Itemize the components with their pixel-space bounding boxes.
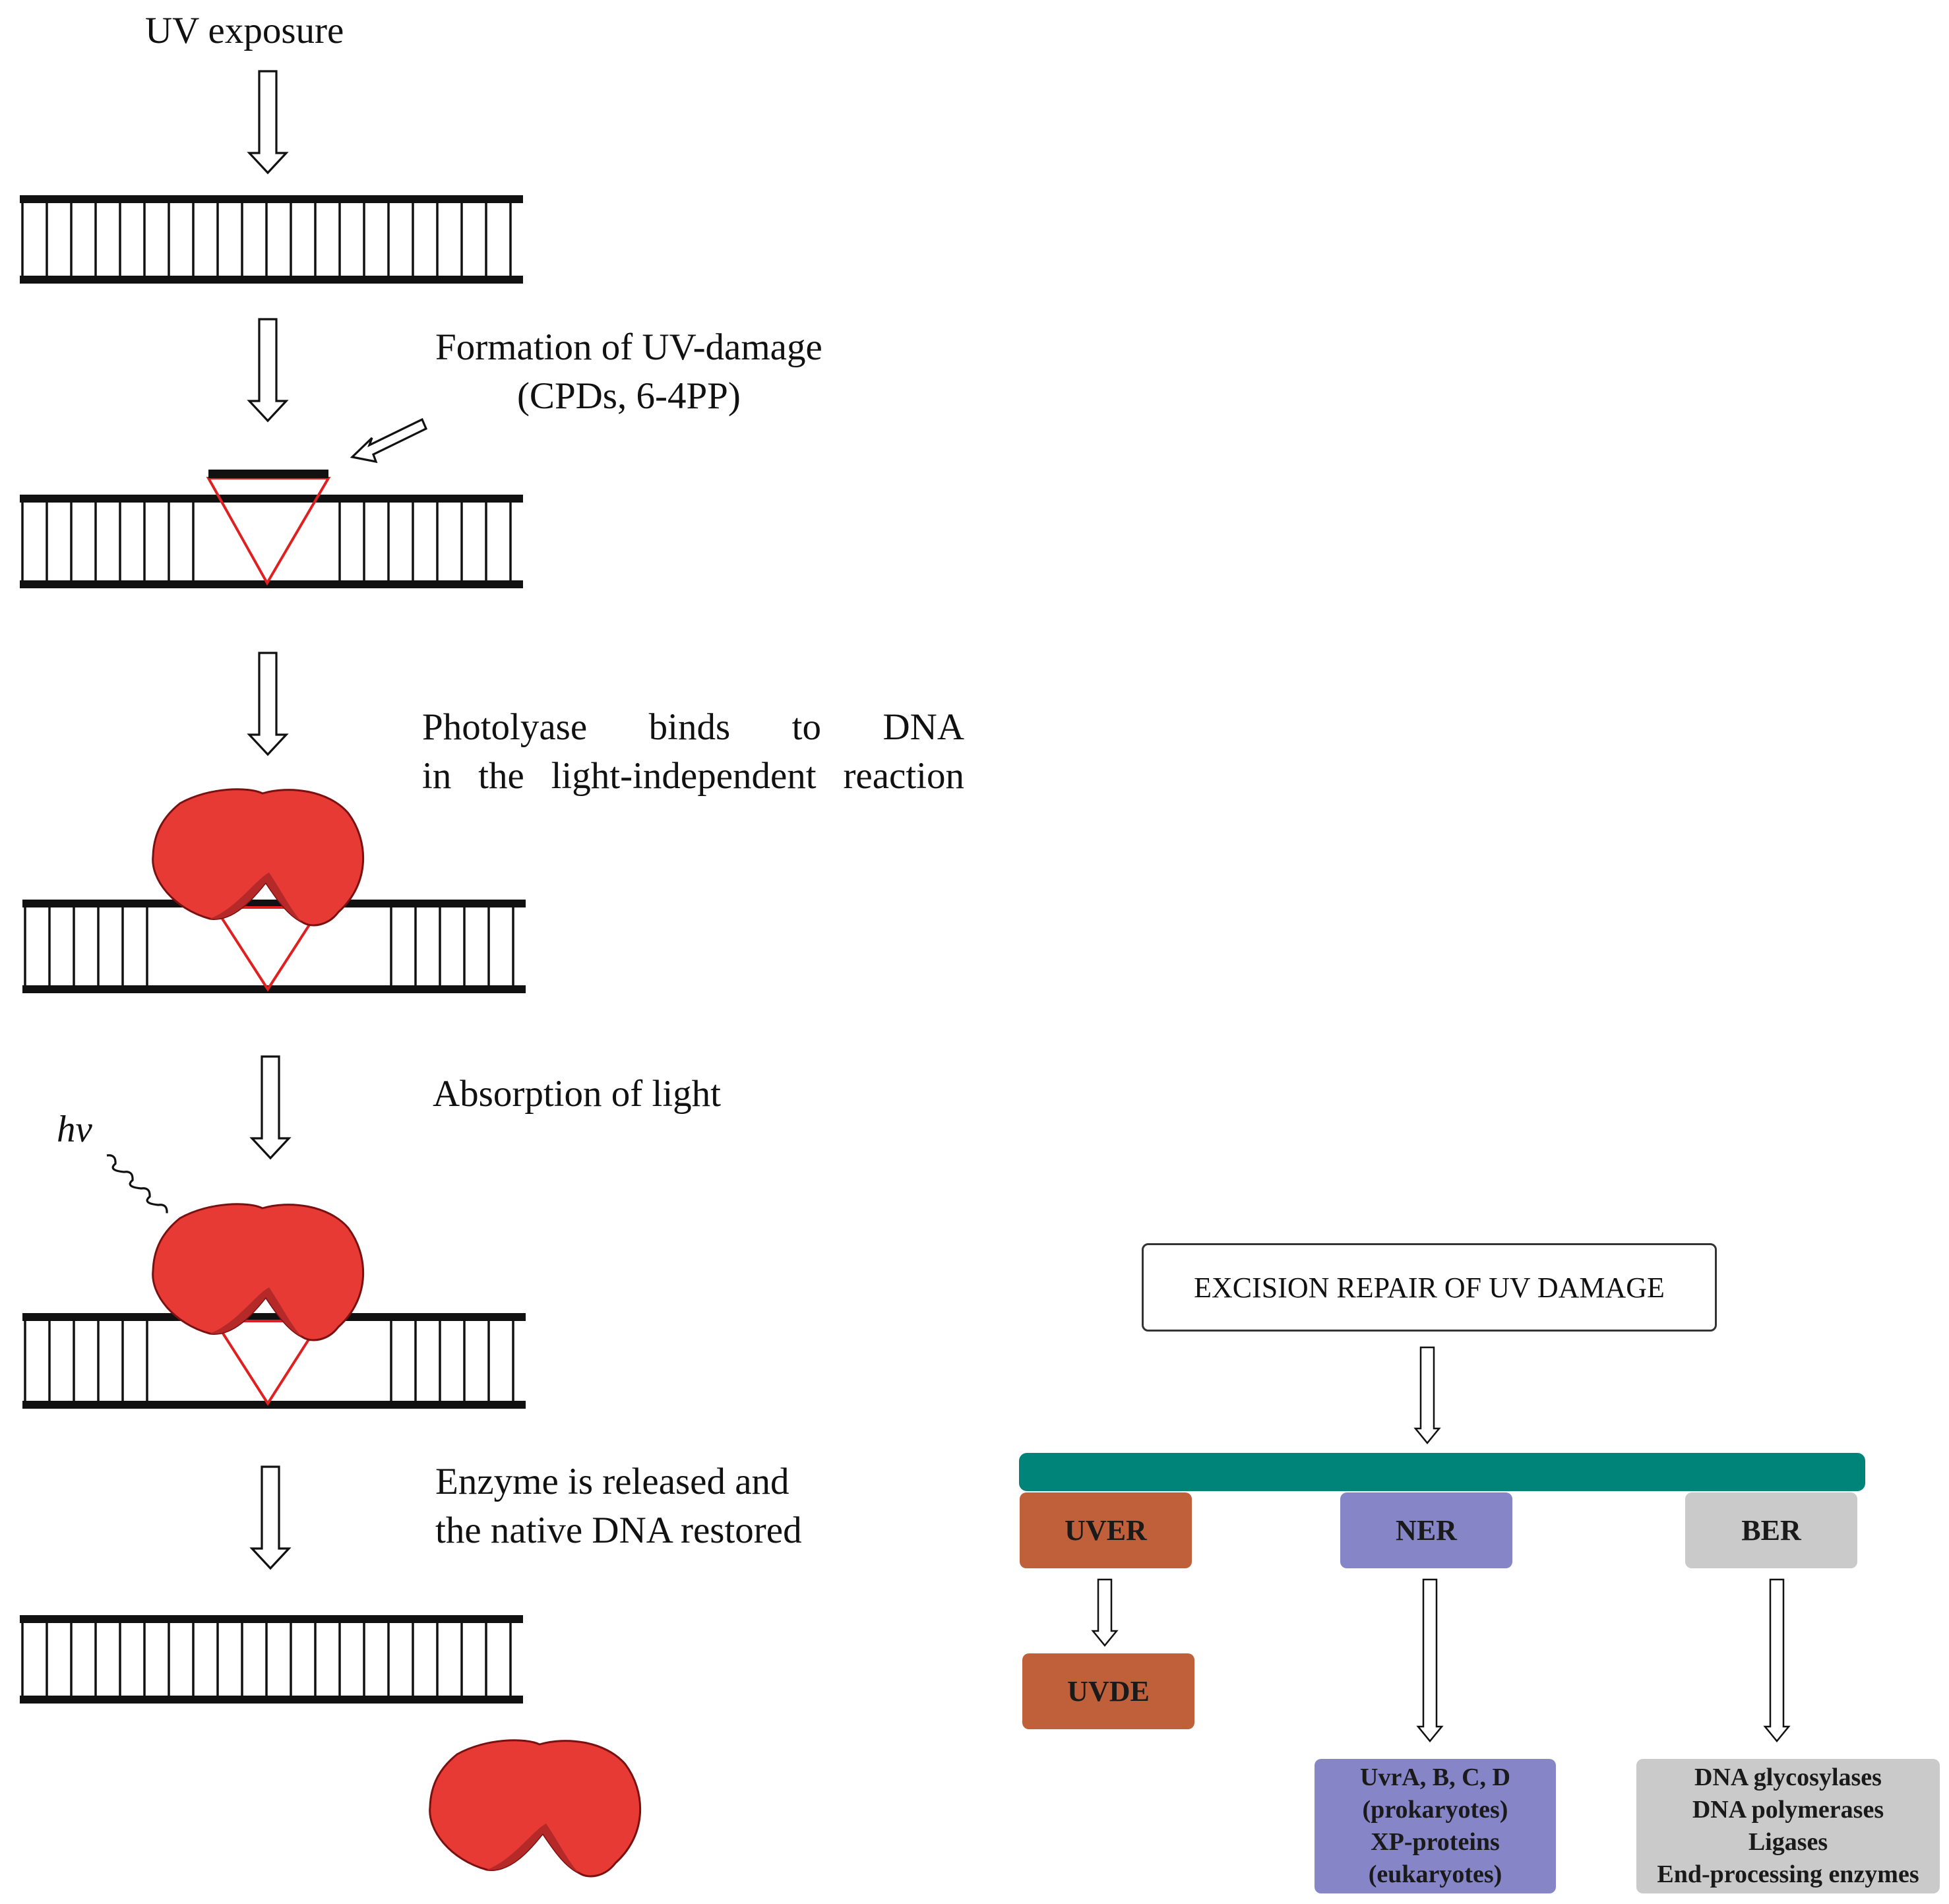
damage-formation-line-1: Formation of UV-damage bbox=[435, 326, 822, 368]
misc-graphics bbox=[106, 470, 1865, 1491]
dna-ladder-damaged bbox=[20, 495, 523, 588]
photolyase-binding-label: Photolyase binds to DNA in the light-ind… bbox=[422, 703, 964, 801]
dna-ladder-intact bbox=[20, 195, 523, 284]
ner-detail-box: UvrA, B, C, D (prokaryotes) XP-proteins … bbox=[1315, 1759, 1556, 1893]
arrow-ner-to-details bbox=[1416, 1578, 1444, 1742]
ber-detail-item-3: Ligases bbox=[1748, 1828, 1828, 1856]
arrow-to-damage bbox=[247, 318, 289, 423]
arrow-uv-to-dna bbox=[247, 70, 289, 175]
excision-repair-title-text: EXCISION REPAIR OF UV DAMAGE bbox=[1194, 1271, 1665, 1304]
pathway-ner-label: NER bbox=[1396, 1514, 1457, 1547]
uver-detail-box: UVDE bbox=[1022, 1653, 1194, 1729]
arrow-to-absorption bbox=[249, 1055, 292, 1160]
ber-detail-item-1: DNA glycosylases bbox=[1694, 1764, 1882, 1791]
pathway-uver-box: UVER bbox=[1020, 1492, 1192, 1568]
ber-detail-item-2: DNA polymerases bbox=[1692, 1796, 1884, 1824]
arrow-uver-to-uvde bbox=[1091, 1578, 1119, 1647]
release-label: Enzyme is released and the native DNA re… bbox=[435, 1458, 802, 1555]
photolyase-binding-line-1: Photolyase binds to DNA bbox=[422, 706, 964, 748]
light-absorption-label: Absorption of light bbox=[433, 1073, 721, 1115]
dna-ladders bbox=[20, 195, 526, 1704]
damage-formation-label: Formation of UV-damage (CPDs, 6-4PP) bbox=[435, 323, 822, 421]
ner-detail-item-3: XP-proteins bbox=[1371, 1828, 1500, 1856]
pathway-ber-box: BER bbox=[1685, 1492, 1857, 1568]
photolyase-released-enzyme bbox=[429, 1739, 641, 1878]
excision-repair-title: EXCISION REPAIR OF UV DAMAGE bbox=[1142, 1243, 1717, 1332]
arrow-to-release bbox=[249, 1465, 292, 1570]
dna-ladder-enzyme-bound bbox=[22, 900, 526, 993]
ner-detail-item-4: (eukaryotes) bbox=[1368, 1860, 1502, 1888]
damage-formation-line-2: (CPDs, 6-4PP) bbox=[516, 375, 741, 417]
uv-exposure-label: UV exposure bbox=[145, 10, 344, 51]
lesion-triangle bbox=[206, 477, 331, 586]
flow-arrows bbox=[247, 70, 1791, 1742]
ner-detail-item-1: UvrA, B, C, D bbox=[1360, 1764, 1510, 1791]
dimer-bar bbox=[208, 470, 328, 478]
release-line-1: Enzyme is released and bbox=[435, 1461, 789, 1502]
photolyase-enzymes bbox=[152, 788, 641, 1878]
pathway-split-bar bbox=[1019, 1453, 1865, 1491]
lesion-triangle bbox=[212, 1320, 323, 1406]
arrow-to-dimer bbox=[350, 417, 428, 464]
enzyme-shadow bbox=[210, 873, 302, 922]
ber-detail-box: DNA glycosylases DNA polymerases Ligases… bbox=[1636, 1759, 1940, 1893]
arrow-to-binding bbox=[247, 652, 289, 756]
photolyase-bound-enzyme bbox=[152, 788, 364, 927]
enzyme-shadow bbox=[487, 1824, 579, 1873]
photolyase-excited-enzyme bbox=[152, 1203, 364, 1341]
dna-ladder-light-absorbed bbox=[22, 1313, 526, 1409]
photon-wave bbox=[106, 1154, 168, 1213]
lesion-triangle bbox=[212, 906, 323, 992]
ber-detail-item-4: End-processing enzymes bbox=[1657, 1860, 1919, 1888]
uver-detail-item: UVDE bbox=[1067, 1675, 1150, 1707]
pathway-uver-label: UVER bbox=[1065, 1514, 1147, 1547]
arrow-title-to-bar bbox=[1413, 1346, 1441, 1444]
ner-detail-item-2: (prokaryotes) bbox=[1362, 1796, 1508, 1824]
dna-ladder-restored bbox=[20, 1615, 523, 1704]
photon-symbol-label: hv bbox=[57, 1109, 92, 1150]
enzyme-body bbox=[429, 1739, 641, 1878]
enzyme-shadow bbox=[210, 1287, 302, 1337]
release-line-2: the native DNA restored bbox=[435, 1510, 802, 1551]
pathway-ber-label: BER bbox=[1741, 1514, 1801, 1547]
arrow-ber-to-details bbox=[1763, 1578, 1791, 1742]
photolyase-binding-line-2: in the light-independent reaction bbox=[422, 755, 964, 797]
pathway-ner-box: NER bbox=[1340, 1492, 1512, 1568]
